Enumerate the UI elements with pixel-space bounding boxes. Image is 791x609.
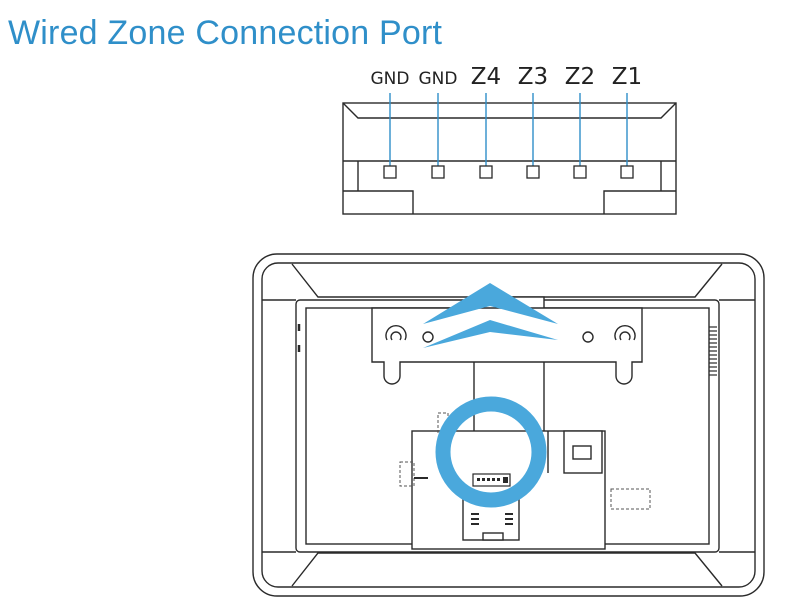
pin-label-gnd-2: GND (418, 69, 458, 89)
pin-label-z4: Z4 (470, 64, 502, 90)
mounting-bracket (371, 296, 643, 438)
board-pins (414, 477, 513, 525)
slide-up-arrow-icon (423, 283, 558, 348)
connector-housing (342, 102, 677, 215)
pin-label-z2: Z2 (564, 64, 596, 90)
zone-port-small (472, 473, 511, 487)
speaker-grille (709, 326, 717, 376)
pin-sockets (383, 165, 634, 179)
pin-label-gnd-1: GND (370, 69, 410, 89)
pin-leads (389, 93, 628, 166)
page-title: Wired Zone Connection Port (8, 14, 443, 52)
pin-label-z3: Z3 (517, 64, 549, 90)
pin-label-z1: Z1 (611, 64, 643, 90)
port-highlight-ring (435, 396, 547, 508)
